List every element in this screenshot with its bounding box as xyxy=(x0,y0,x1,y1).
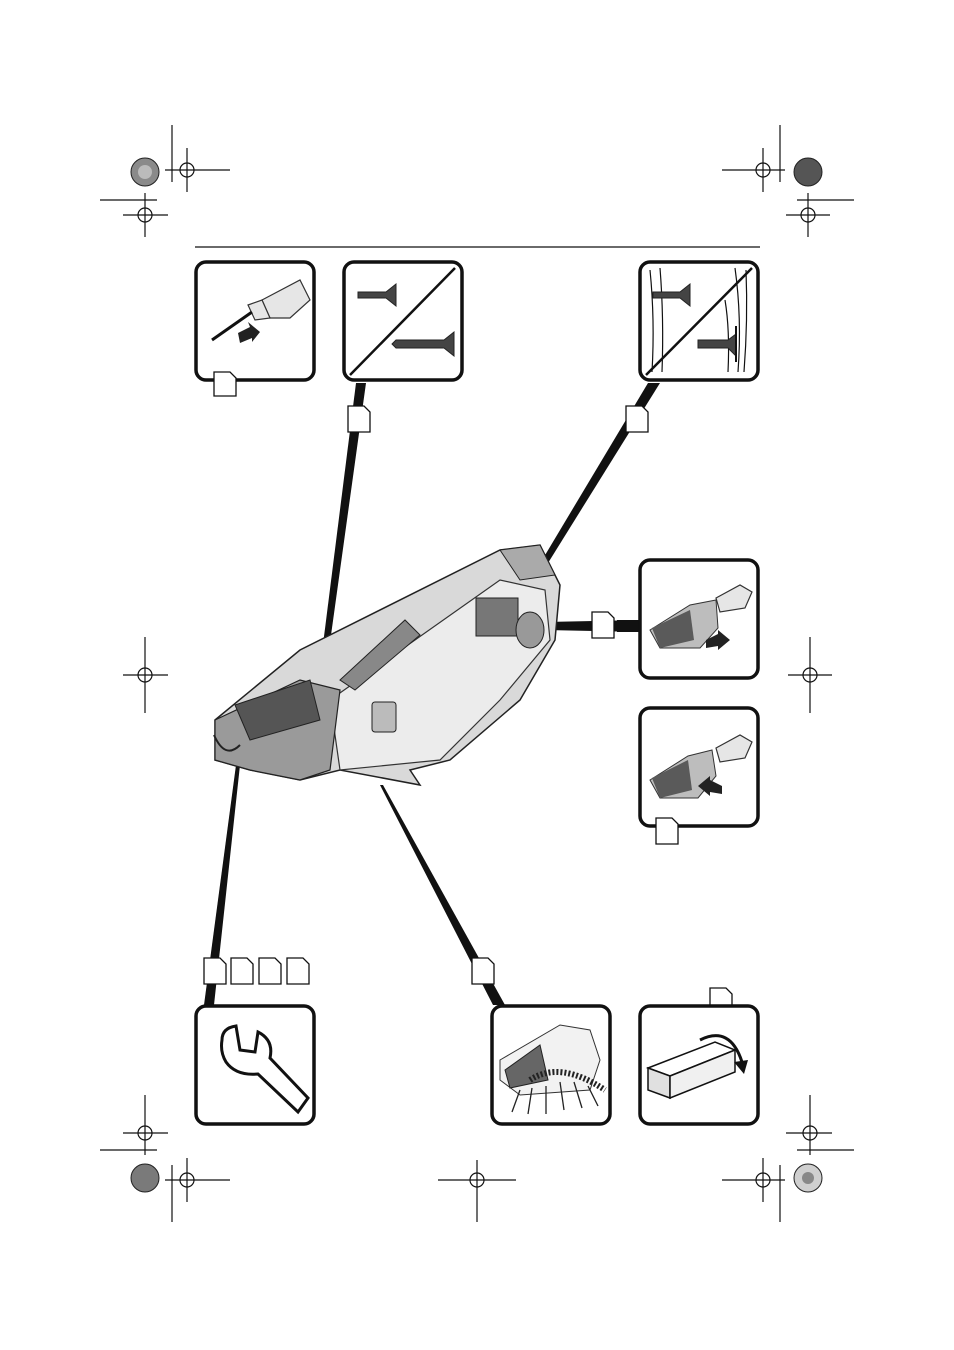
panel-screw-types xyxy=(344,262,462,380)
panel-packaging xyxy=(640,1006,758,1124)
color-target-icon xyxy=(794,158,822,186)
document-reference-icon xyxy=(592,612,614,638)
document-reference-icon xyxy=(204,958,226,984)
magazine-screwdriver-attachment-icon xyxy=(214,545,560,785)
document-reference-icon xyxy=(214,372,236,396)
panel-attach-attachment xyxy=(640,560,758,678)
color-target-icon xyxy=(131,158,159,186)
color-target-icon xyxy=(131,1164,159,1192)
panel-insert-bit xyxy=(196,262,314,380)
panel-screw-strip xyxy=(492,1006,610,1124)
document-reference-icon xyxy=(626,406,648,432)
document-reference-icon xyxy=(348,406,370,432)
crosshair-mark-icon xyxy=(786,193,854,237)
crosshair-mark-icon xyxy=(788,637,832,713)
panel-remove-attachment xyxy=(640,708,758,826)
panel-screw-into-wood xyxy=(640,262,758,380)
document-reference-icon xyxy=(231,958,253,984)
crosshair-mark-icon xyxy=(123,637,168,713)
document-reference-icon xyxy=(287,958,309,984)
document-reference-icon xyxy=(656,818,678,844)
document-reference-group xyxy=(204,958,309,984)
document-reference-icon xyxy=(259,958,281,984)
panel-wrench xyxy=(196,1006,314,1124)
crosshair-mark-icon xyxy=(722,1158,785,1222)
document-reference-icon xyxy=(472,958,494,984)
color-target-icon xyxy=(794,1164,822,1192)
crosshair-mark-icon xyxy=(165,1158,230,1222)
crosshair-mark-icon xyxy=(438,1160,516,1222)
crosshair-mark-icon xyxy=(786,1095,854,1155)
crosshair-mark-icon xyxy=(165,125,230,192)
crosshair-mark-icon xyxy=(100,1095,168,1155)
crosshair-mark-icon xyxy=(100,193,168,237)
crosshair-mark-icon xyxy=(722,125,785,192)
